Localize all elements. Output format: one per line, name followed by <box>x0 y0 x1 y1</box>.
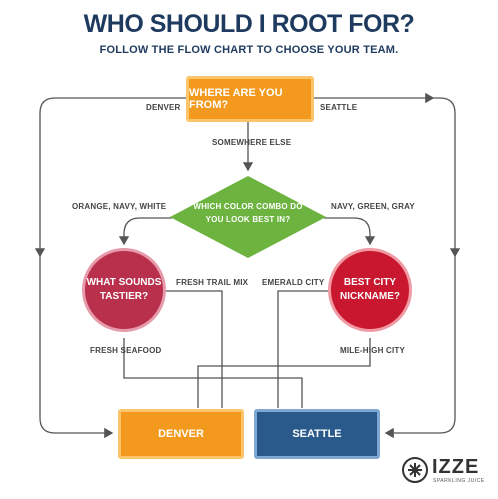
right-option-bottom: MILE-HIGH CITY <box>340 346 406 355</box>
start-option-right: SEATTLE <box>320 103 358 112</box>
right-option-top: EMERALD CITY <box>262 278 325 287</box>
start-question-box: WHERE ARE YOU FROM? <box>186 76 314 122</box>
nickname-line2: NICKNAME? <box>340 291 400 302</box>
left-option-bottom: FRESH SEAFOOD <box>90 346 162 355</box>
result-denver-box: DENVER <box>118 409 244 459</box>
page-title: WHO SHOULD I ROOT FOR? <box>83 10 415 38</box>
brand-tagline: SPARKLING JUICE <box>433 478 485 484</box>
start-option-left: DENVER <box>146 103 181 112</box>
result-denver-label: DENVER <box>158 428 204 440</box>
brand-logo: IZZE SPARKLING JUICE <box>402 454 492 488</box>
left-option-top: FRESH TRAIL MIX <box>176 278 249 287</box>
result-seattle-label: SEATTLE <box>292 428 342 440</box>
tastier-line1: WHAT SOUNDS <box>86 277 162 288</box>
brand-name: IZZE <box>432 456 480 478</box>
start-question-label: WHERE ARE YOU FROM? <box>189 87 283 111</box>
start-option-down: SOMEWHERE ELSE <box>212 138 292 147</box>
diamond-text-line2: YOU LOOK BEST IN? <box>205 215 291 224</box>
diamond-option-left: ORANGE, NAVY, WHITE <box>72 202 167 211</box>
izze-star-icon <box>402 457 428 483</box>
tastier-question-circle: WHAT SOUNDS TASTIER? <box>82 248 166 332</box>
city-nickname-circle: BEST CITY NICKNAME? <box>328 248 412 332</box>
result-seattle-box: SEATTLE <box>254 409 380 459</box>
diamond-option-right: NAVY, GREEN, GRAY <box>331 202 415 211</box>
page-subtitle: FOLLOW THE FLOW CHART TO CHOOSE YOUR TEA… <box>99 44 399 56</box>
diamond-text-line1: WHICH COLOR COMBO DO <box>193 202 303 211</box>
nickname-line1: BEST CITY <box>343 277 397 288</box>
tastier-line2: TASTIER? <box>99 291 149 302</box>
